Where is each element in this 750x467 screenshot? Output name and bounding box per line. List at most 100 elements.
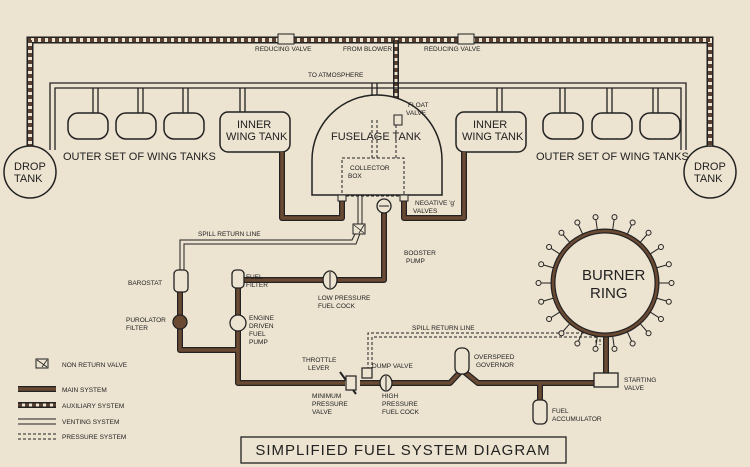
burner-nozzle-stem	[656, 264, 667, 269]
legend-label: VENTING SYSTEM	[62, 419, 119, 426]
burner-nozzle	[592, 214, 599, 221]
min-pressure-valve-label: MINIMUM	[312, 393, 341, 400]
engine-pump-label-4: PUMP	[249, 339, 268, 346]
main-system-lines-fill	[178, 152, 608, 400]
spill-return-line-label: SPILL RETURN LINE	[198, 231, 261, 238]
throttle-lever	[339, 371, 357, 395]
legend: NON RETURN VALVE MAIN SYSTEM AUXILIARY S…	[18, 358, 128, 441]
burner-nozzle-stem	[562, 234, 571, 243]
burner-nozzle	[538, 261, 545, 268]
diagram-title: SIMPLIFIED FUEL SYSTEM DIAGRAM	[255, 442, 550, 459]
venting-system-lines	[49, 82, 687, 150]
burner-nozzle-stem	[577, 224, 584, 235]
booster-pump-label-2: PUMP	[406, 258, 425, 265]
burner-nozzle-stem	[626, 331, 633, 342]
outer-wing-tanks-right	[542, 112, 681, 140]
purolator-filter	[172, 314, 188, 330]
burner-nozzle	[645, 330, 652, 337]
burner-nozzle-stem	[612, 336, 615, 347]
fuel-filter-label-2: FILTER	[246, 282, 268, 289]
dump-valve	[361, 367, 373, 379]
burner-ring-label-2: RING	[590, 285, 628, 302]
high-pressure-fuel-cock	[379, 374, 393, 392]
high-pressure-cock-label-3: FUEL COCK	[382, 409, 420, 416]
legend-item-non-return-valve: NON RETURN VALVE	[35, 358, 128, 369]
barostat-label: BAROSTAT	[128, 280, 162, 287]
inner-wing-tank-left-label-2: WING TANK	[226, 131, 288, 143]
burner-nozzle-stem	[639, 323, 648, 332]
engine-pump-label-3: FUEL	[249, 331, 266, 338]
high-pressure-cock-label: HIGH	[382, 393, 399, 400]
float-valve-label: FLOAT	[408, 102, 428, 109]
burner-ring	[535, 214, 675, 352]
legend-label: AUXILIARY SYSTEM	[62, 403, 124, 410]
low-pressure-cock-label-2: FUEL COCK	[318, 303, 356, 310]
engine-pump-label-2: DRIVEN	[249, 323, 274, 330]
burner-nozzle	[546, 315, 553, 322]
legend-label: MAIN SYSTEM	[62, 387, 107, 394]
reducing-valve-right-label: REDUCING VALVE	[424, 46, 481, 53]
burner-nozzle-stem	[543, 264, 554, 269]
engine-pump-label: ENGINE	[249, 315, 275, 322]
negative-g-valves	[337, 194, 409, 202]
burner-nozzle-stem	[595, 336, 598, 347]
burner-nozzle	[665, 298, 672, 305]
spill-return-lines	[179, 196, 601, 370]
drop-tank-right-label: DROP	[694, 161, 726, 173]
inner-wing-tank-left	[219, 111, 291, 153]
barostat	[173, 269, 189, 293]
burner-nozzle-stem	[577, 331, 584, 342]
low-pressure-fuel-cock	[322, 270, 338, 290]
drop-tank-left	[3, 145, 57, 199]
outer-wing-tanks-right-label: OUTER SET OF WING TANKS	[536, 151, 689, 163]
burner-nozzle	[574, 340, 581, 347]
collector-box-label-2: BOX	[348, 173, 362, 180]
dump-valve-label: DUMP VALVE	[372, 363, 413, 370]
burner-nozzle	[629, 340, 636, 347]
negative-g-valves-label: NEGATIVE 'g'	[415, 200, 455, 207]
reducing-valve-left-label: REDUCING VALVE	[255, 46, 312, 53]
collector-box	[341, 157, 405, 197]
fuselage-tank-label: FUSELAGE TANK	[331, 131, 422, 143]
inner-wing-tank-right-label: INNER	[473, 119, 507, 131]
legend-item-auxiliary-system: AUXILIARY SYSTEM	[18, 402, 124, 410]
burner-nozzle	[558, 330, 565, 337]
collector-box-label: COLLECTOR	[350, 165, 390, 172]
burner-nozzle	[657, 315, 664, 322]
throttle-lever-label: THROTTLE	[302, 357, 337, 364]
overspeed-governor-label: OVERSPEED	[474, 354, 515, 361]
burner-nozzle	[645, 229, 652, 236]
burner-nozzle	[611, 345, 618, 352]
diagram-labels: REDUCING VALVE REDUCING VALVE FROM BLOWE…	[14, 46, 726, 423]
non-return-valve	[352, 223, 366, 235]
burner-nozzle-stem	[639, 234, 648, 243]
legend-label: NON RETURN VALVE	[62, 362, 128, 369]
burner-nozzle-stem	[550, 311, 560, 319]
inner-wing-tank-right-label-2: WING TANK	[462, 131, 524, 143]
negative-g-valves-label-2: VALVES	[413, 208, 438, 215]
fuel-filter-label: FUEL	[246, 274, 263, 281]
burner-nozzles	[535, 214, 675, 352]
from-blower-label: FROM BLOWER	[343, 46, 392, 53]
burner-nozzle-stem	[650, 311, 660, 319]
legend-label: PRESSURE SYSTEM	[62, 434, 126, 441]
burner-nozzle	[665, 261, 672, 268]
fuel-filter	[231, 269, 245, 289]
starting-valve-label: STARTING	[624, 377, 656, 384]
drop-tank-left-label: DROP	[14, 161, 46, 173]
inner-wing-tank-right	[455, 111, 527, 153]
drop-tank-left-label-2: TANK	[14, 173, 43, 185]
burner-nozzle	[535, 280, 542, 286]
drop-tank-right-label-2: TANK	[694, 173, 723, 185]
burner-nozzle	[558, 229, 565, 236]
burner-nozzle	[668, 280, 675, 286]
throttle-lever-label-2: LEVER	[308, 365, 330, 372]
booster-pump-label: BOOSTER	[404, 250, 436, 257]
burner-nozzle-stem	[562, 323, 571, 332]
burner-nozzle	[592, 345, 599, 352]
burner-nozzle-stem	[626, 224, 633, 235]
inner-wing-tank-left-label: INNER	[237, 119, 271, 131]
burner-nozzle	[546, 244, 553, 251]
